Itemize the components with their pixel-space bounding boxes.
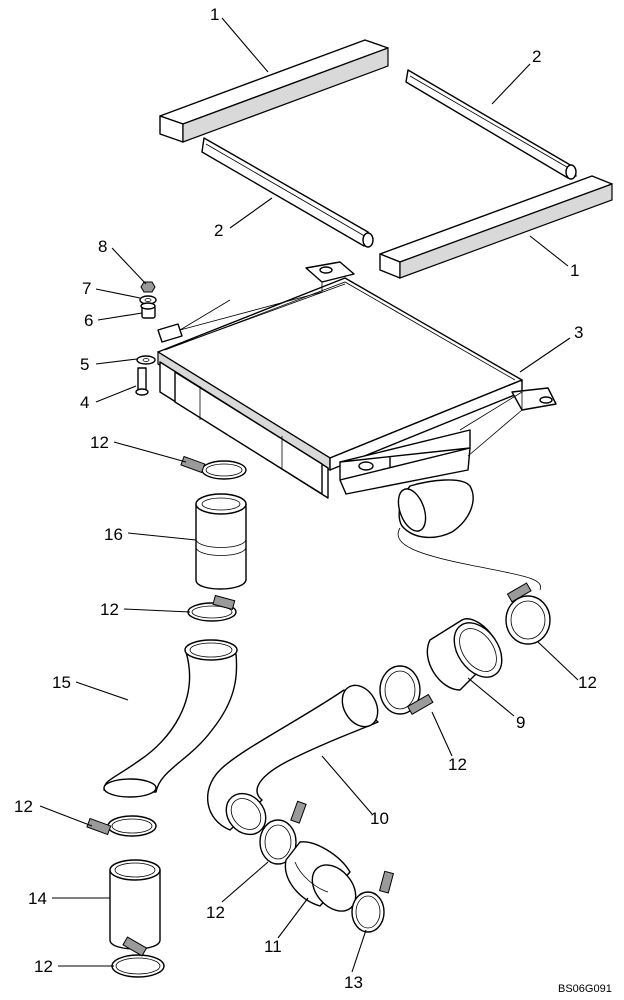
callout-5: 5 bbox=[80, 355, 89, 374]
foam-strip-lower-right bbox=[379, 175, 613, 279]
hose-9 bbox=[426, 618, 503, 691]
callout-12-f: 12 bbox=[448, 755, 467, 774]
foam-strip-upper-left bbox=[159, 39, 389, 143]
charge-air-cooler bbox=[157, 261, 557, 539]
washer-large bbox=[136, 355, 156, 365]
callout-12-e: 12 bbox=[578, 673, 597, 692]
callout-15: 15 bbox=[52, 673, 71, 692]
callout-12-c: 12 bbox=[14, 797, 33, 816]
tube-10 bbox=[206, 684, 379, 836]
callout-1-top: 1 bbox=[210, 5, 219, 24]
callout-8: 8 bbox=[98, 237, 107, 256]
callout-2-left: 2 bbox=[214, 221, 223, 240]
clamp-bottom-mid bbox=[259, 800, 307, 865]
seal-strip-left bbox=[201, 137, 374, 248]
callout-9: 9 bbox=[516, 713, 525, 732]
routing-line bbox=[397, 527, 541, 591]
clamp-right-upper bbox=[505, 582, 551, 645]
hose-16 bbox=[195, 493, 247, 590]
callout-11: 11 bbox=[264, 937, 282, 956]
clamp-lower-left-1 bbox=[86, 815, 157, 837]
spacer bbox=[140, 302, 156, 319]
nut bbox=[140, 281, 156, 293]
callout-labels: 1 2 2 1 3 8 7 6 5 4 12 16 12 15 12 14 12… bbox=[14, 5, 612, 995]
callout-2-right: 2 bbox=[532, 47, 541, 66]
callout-12-g: 12 bbox=[206, 903, 225, 922]
clamp-right-mid bbox=[379, 665, 434, 716]
callout-16: 16 bbox=[104, 525, 123, 544]
hose-14 bbox=[109, 859, 161, 950]
seal-strip-right bbox=[405, 69, 577, 180]
clamp-13 bbox=[351, 870, 395, 933]
tube-15 bbox=[103, 639, 238, 798]
callout-14: 14 bbox=[28, 889, 47, 908]
drawing-code: BS06G091 bbox=[558, 983, 612, 995]
callout-4: 4 bbox=[80, 393, 89, 412]
leader-lines bbox=[39, 17, 579, 973]
callout-13: 13 bbox=[344, 973, 363, 992]
bolt bbox=[135, 367, 149, 396]
clamp-upper-left bbox=[180, 455, 247, 480]
callout-7: 7 bbox=[82, 279, 91, 298]
callout-3: 3 bbox=[574, 323, 583, 342]
hose-11 bbox=[284, 841, 357, 912]
callout-1-right: 1 bbox=[570, 261, 579, 280]
callout-10: 10 bbox=[370, 809, 389, 828]
callout-12-a: 12 bbox=[90, 433, 109, 452]
callout-12-d: 12 bbox=[34, 957, 53, 976]
callout-12-b: 12 bbox=[100, 600, 119, 619]
clamp-mid-left bbox=[187, 594, 237, 622]
callout-6: 6 bbox=[84, 311, 93, 330]
